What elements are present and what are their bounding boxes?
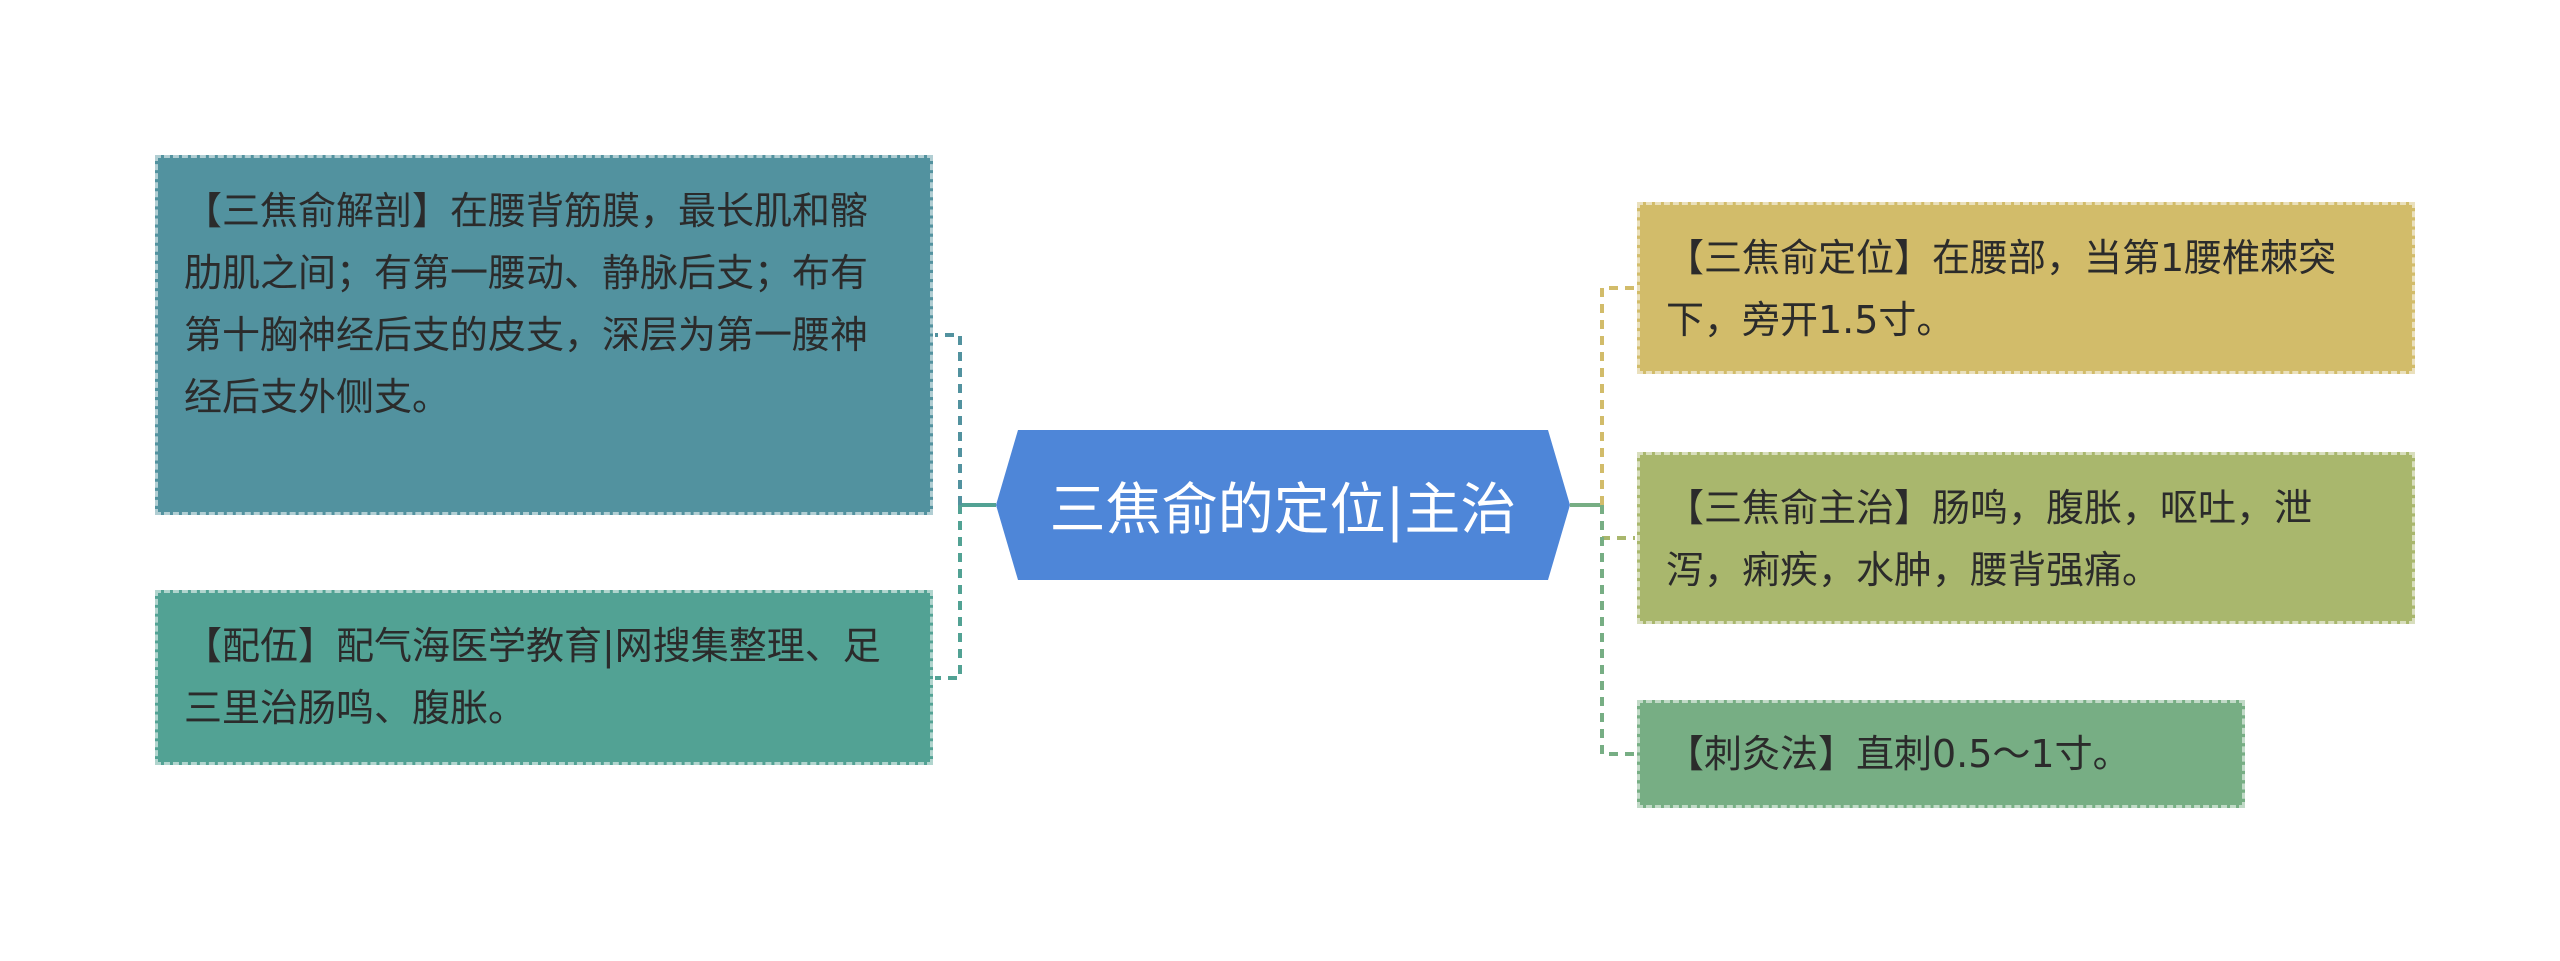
center-topic[interactable]: 三焦俞的定位|主治 [996, 430, 1570, 580]
center-hexagon-shape [996, 430, 1570, 580]
branch-location[interactable]: 【三焦俞定位】在腰部，当第1腰椎棘突下，旁开1.5寸。 [1637, 202, 2415, 374]
branch-anatomy[interactable]: 【三焦俞解剖】在腰背筋膜，最长肌和髂肋肌之间；有第一腰动、静脉后支；布有第十胸神… [155, 155, 933, 515]
branch-location-text: 【三焦俞定位】在腰部，当第1腰椎棘突下，旁开1.5寸。 [1666, 236, 2337, 342]
connector-anatomy [935, 333, 962, 505]
branch-combination-text: 【配伍】配气海医学教育|网搜集整理、足三里治肠鸣、腹胀。 [184, 624, 881, 730]
branch-method[interactable]: 【刺灸法】直刺0.5～1寸。 [1637, 700, 2245, 808]
branch-anatomy-text: 【三焦俞解剖】在腰背筋膜，最长肌和髂肋肌之间；有第一腰动、静脉后支；布有第十胸神… [184, 189, 869, 419]
connector-method [1600, 505, 1635, 756]
branch-indication[interactable]: 【三焦俞主治】肠鸣，腹胀，呕吐，泄泻，痢疾，水肿，腰背强痛。 [1637, 452, 2415, 624]
connector-indication [1600, 505, 1635, 540]
connector-combination [935, 505, 962, 680]
branch-combination[interactable]: 【配伍】配气海医学教育|网搜集整理、足三里治肠鸣、腹胀。 [155, 590, 933, 765]
branch-indication-text: 【三焦俞主治】肠鸣，腹胀，呕吐，泄泻，痢疾，水肿，腰背强痛。 [1666, 486, 2313, 592]
branch-method-text: 【刺灸法】直刺0.5～1寸。 [1666, 732, 2131, 776]
connector-location [1600, 286, 1635, 505]
center-topic-label: 三焦俞的定位|主治 [1049, 477, 1517, 543]
